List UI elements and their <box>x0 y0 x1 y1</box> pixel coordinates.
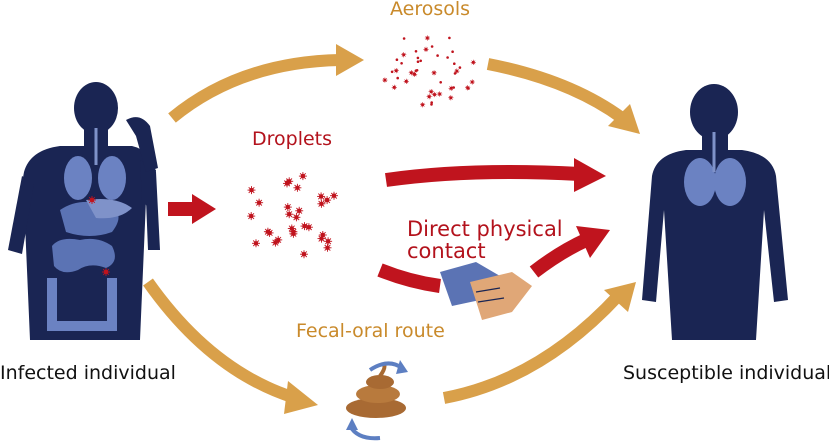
particle-dot <box>414 50 418 53</box>
virus-particle <box>316 191 326 201</box>
feces-icon <box>346 363 406 418</box>
virus-particle <box>469 79 476 85</box>
virus-particle <box>431 69 437 76</box>
virus-particle <box>428 88 435 95</box>
particle-dot <box>430 103 433 106</box>
virus-particle <box>400 51 407 58</box>
particle-dot <box>390 70 394 74</box>
particle-dot <box>416 56 420 60</box>
virus-particle <box>419 101 426 108</box>
virus-particle <box>431 91 438 98</box>
virus-particle <box>426 93 433 100</box>
virus-particle <box>251 238 261 248</box>
virus-particle <box>317 234 326 244</box>
infected-individual-label: Infected individual <box>0 362 176 384</box>
particle-dot <box>453 62 456 65</box>
particle-dot <box>395 58 399 61</box>
aerosol-arrow-in <box>168 44 364 123</box>
virus-particle <box>403 78 410 85</box>
virus-particle <box>381 77 388 83</box>
handshake-icon <box>440 262 532 320</box>
virus-particle <box>424 35 431 41</box>
contact-arrow-in <box>377 263 441 293</box>
virus-particle <box>436 91 443 97</box>
virus-particle <box>294 206 304 216</box>
contact-arrow-out <box>529 226 610 278</box>
virus-particle <box>265 228 275 238</box>
particle-dot <box>414 69 418 72</box>
virus-particle <box>447 94 454 101</box>
fecal-arrow-in <box>143 278 318 414</box>
particle-dot <box>402 37 406 40</box>
virus-particle <box>316 199 326 209</box>
particle-dot <box>458 66 462 69</box>
particle-dot <box>419 59 423 63</box>
virus-particle <box>284 176 294 186</box>
particle-dot <box>467 87 470 90</box>
particle-dot <box>400 62 403 65</box>
particle-dot <box>451 50 454 53</box>
particle-dot <box>436 54 439 57</box>
virus-particle <box>393 67 400 74</box>
particle-dot <box>416 60 420 63</box>
virus-particle <box>391 84 398 91</box>
virus-particle <box>470 59 477 66</box>
virus-particle <box>423 46 429 53</box>
virus-particle <box>322 195 332 205</box>
particle-dot <box>453 72 457 75</box>
infected-person <box>8 82 160 340</box>
direct-contact-label-line1: Direct physical <box>407 217 563 241</box>
virus-particle <box>300 221 309 231</box>
susceptible-individual-label: Susceptible individual <box>623 362 829 384</box>
virus-particle <box>288 229 298 239</box>
aerosol-particles <box>381 35 477 108</box>
particle-dot <box>430 45 434 48</box>
particle-dot <box>452 86 456 89</box>
virus-particle <box>283 202 293 212</box>
virus-particle <box>247 185 256 195</box>
cycle-arrow-icon <box>346 360 408 441</box>
direct-contact-label-line2: contact <box>407 239 486 263</box>
virus-particle <box>292 183 302 193</box>
particle-dot <box>446 56 449 59</box>
aerosols-label: Aerosols <box>390 0 471 20</box>
virus-particle <box>254 198 264 208</box>
aerosol-arrow-out <box>486 58 640 134</box>
virus-particle <box>299 249 309 259</box>
fecal-arrow-out <box>442 282 636 404</box>
virus-particle <box>323 243 332 253</box>
virus-particle <box>246 211 256 221</box>
droplet-particles <box>246 171 339 259</box>
virus-particle <box>298 171 308 181</box>
virus-particle <box>270 238 280 248</box>
particle-dot <box>439 81 443 84</box>
particle-dot <box>448 36 451 40</box>
droplet-arrow-in <box>168 194 216 224</box>
fecal-oral-label: Fecal-oral route <box>296 320 445 342</box>
virus-particle <box>284 209 294 219</box>
droplet-arrow-out <box>385 158 606 192</box>
droplets-label: Droplets <box>252 128 333 150</box>
susceptible-person <box>642 84 788 340</box>
virus-particle <box>329 191 339 201</box>
particle-dot <box>396 76 400 80</box>
